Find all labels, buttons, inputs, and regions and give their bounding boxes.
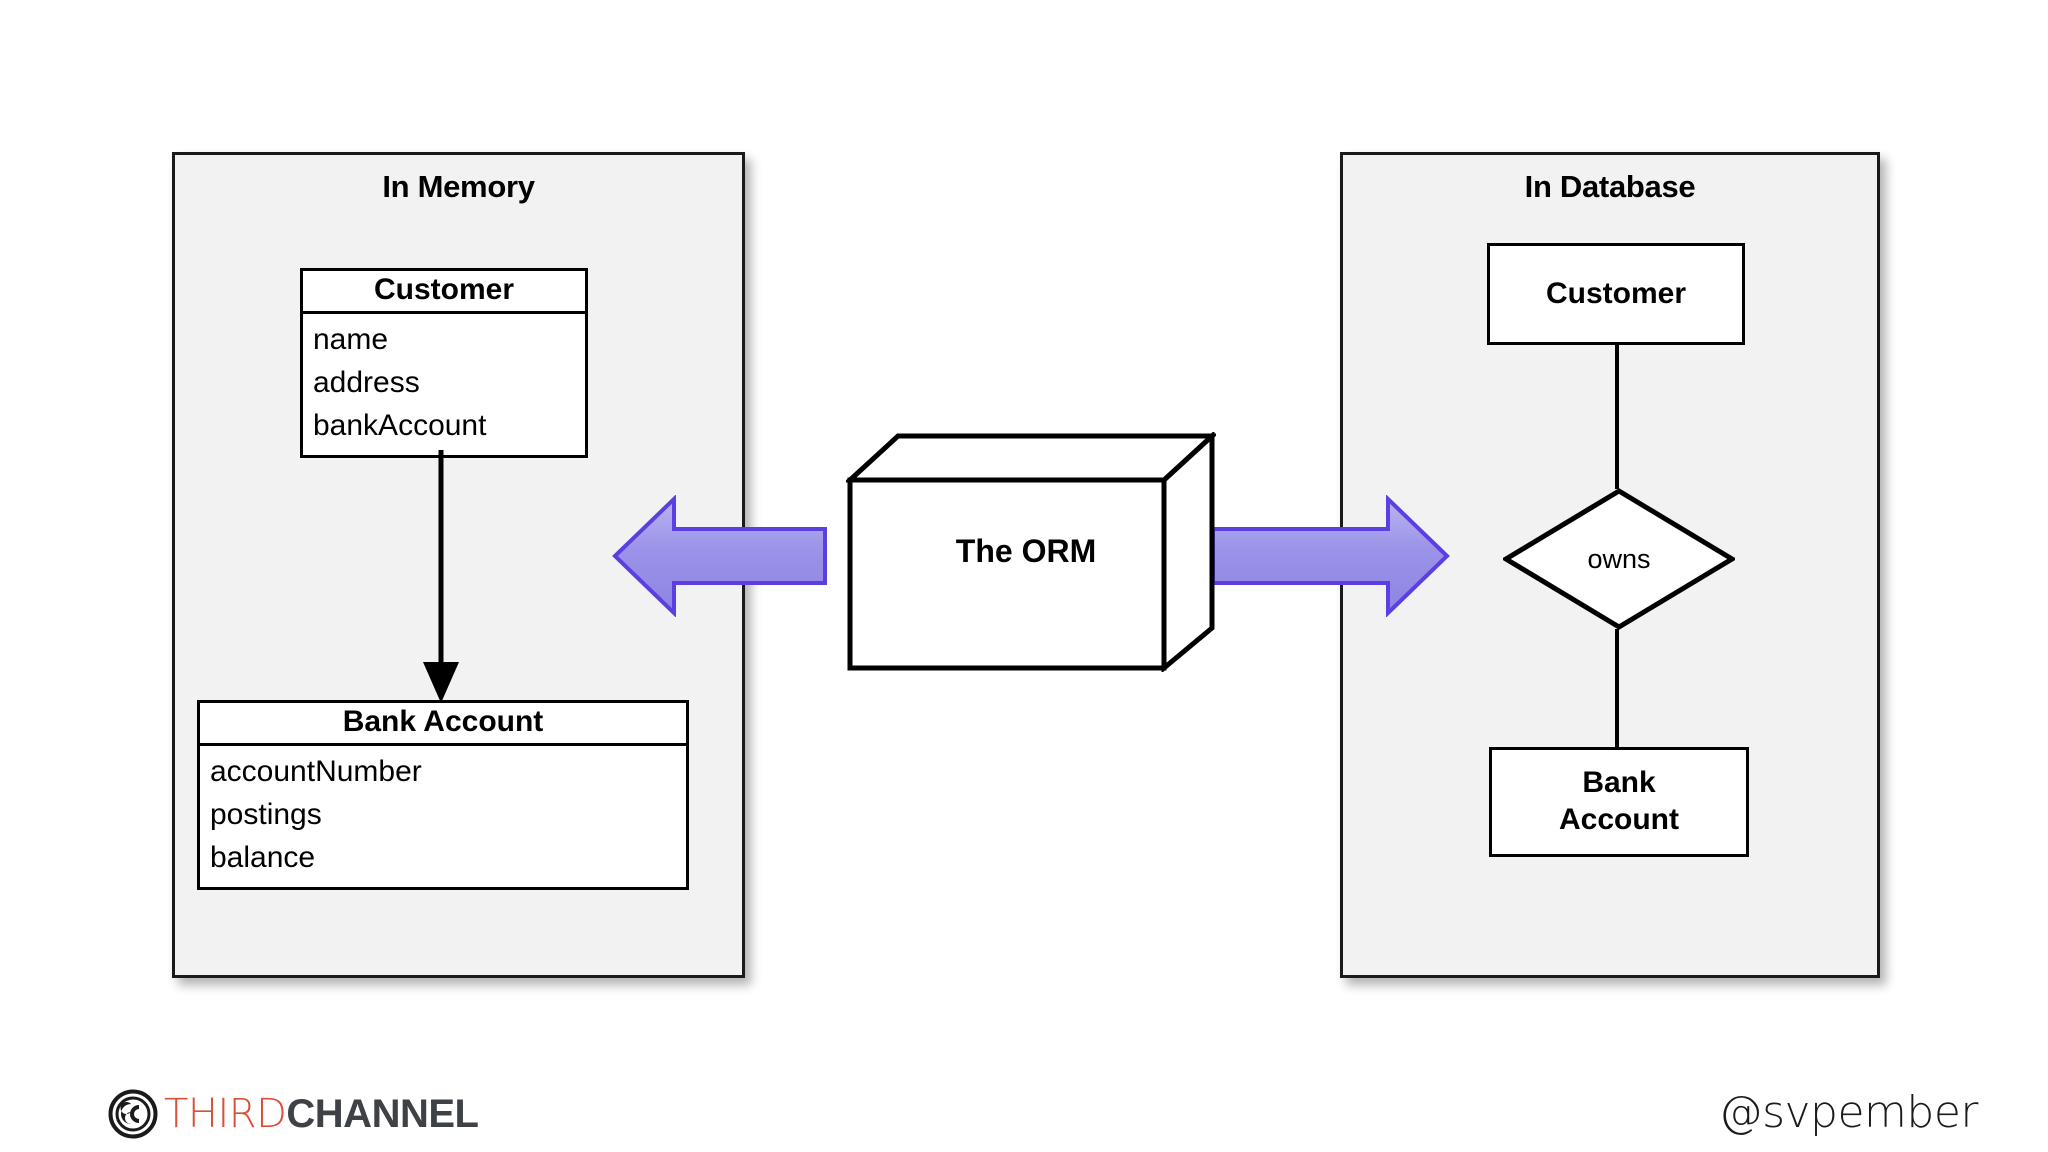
uml-class-bank-account[interactable]: Bank Account accountNumber postings bala…: [197, 700, 689, 890]
social-handle: @svpember: [1718, 1087, 1979, 1138]
orm-3d-box[interactable]: [846, 432, 1216, 672]
association-arrow-icon: [423, 450, 459, 703]
3c-circle-logo-icon: [108, 1089, 158, 1139]
uml-class-customer[interactable]: Customer name address bankAccount: [300, 268, 588, 458]
uml-class-customer-attributes: name address bankAccount: [303, 314, 585, 455]
in-memory-panel-title: In Memory: [382, 169, 535, 204]
in-database-panel-title: In Database: [1524, 169, 1696, 204]
er-relationship-owns[interactable]: [1503, 488, 1735, 630]
left-arrow-icon: [612, 495, 827, 617]
uml-attribute: accountNumber: [210, 755, 422, 788]
er-entity-customer-label: Customer: [1545, 276, 1687, 310]
uml-class-customer-name: Customer: [303, 271, 585, 314]
uml-attribute: postings: [210, 798, 322, 831]
er-entity-bank-account-label: Bank Account: [1559, 765, 1679, 838]
right-arrow-icon: [1211, 495, 1450, 617]
er-connector-line-top: [1615, 345, 1619, 489]
logo-word-third: THIRD: [164, 1091, 287, 1137]
uml-attribute: address: [313, 366, 420, 399]
uml-class-bank-account-attributes: accountNumber postings balance: [200, 746, 686, 887]
er-entity-bank-account-line1: Bank: [1582, 766, 1656, 800]
uml-attribute: balance: [210, 841, 316, 874]
er-connector-line-bottom: [1615, 629, 1619, 748]
uml-attribute: bankAccount: [313, 409, 487, 442]
er-entity-bank-account[interactable]: Bank Account: [1489, 747, 1749, 857]
uml-class-bank-account-name: Bank Account: [200, 703, 686, 746]
er-entity-bank-account-line2: Account: [1559, 803, 1679, 836]
er-entity-customer[interactable]: Customer: [1487, 243, 1745, 345]
logo-word-channel: CHANNEL: [286, 1092, 479, 1136]
uml-attribute: name: [313, 323, 389, 356]
